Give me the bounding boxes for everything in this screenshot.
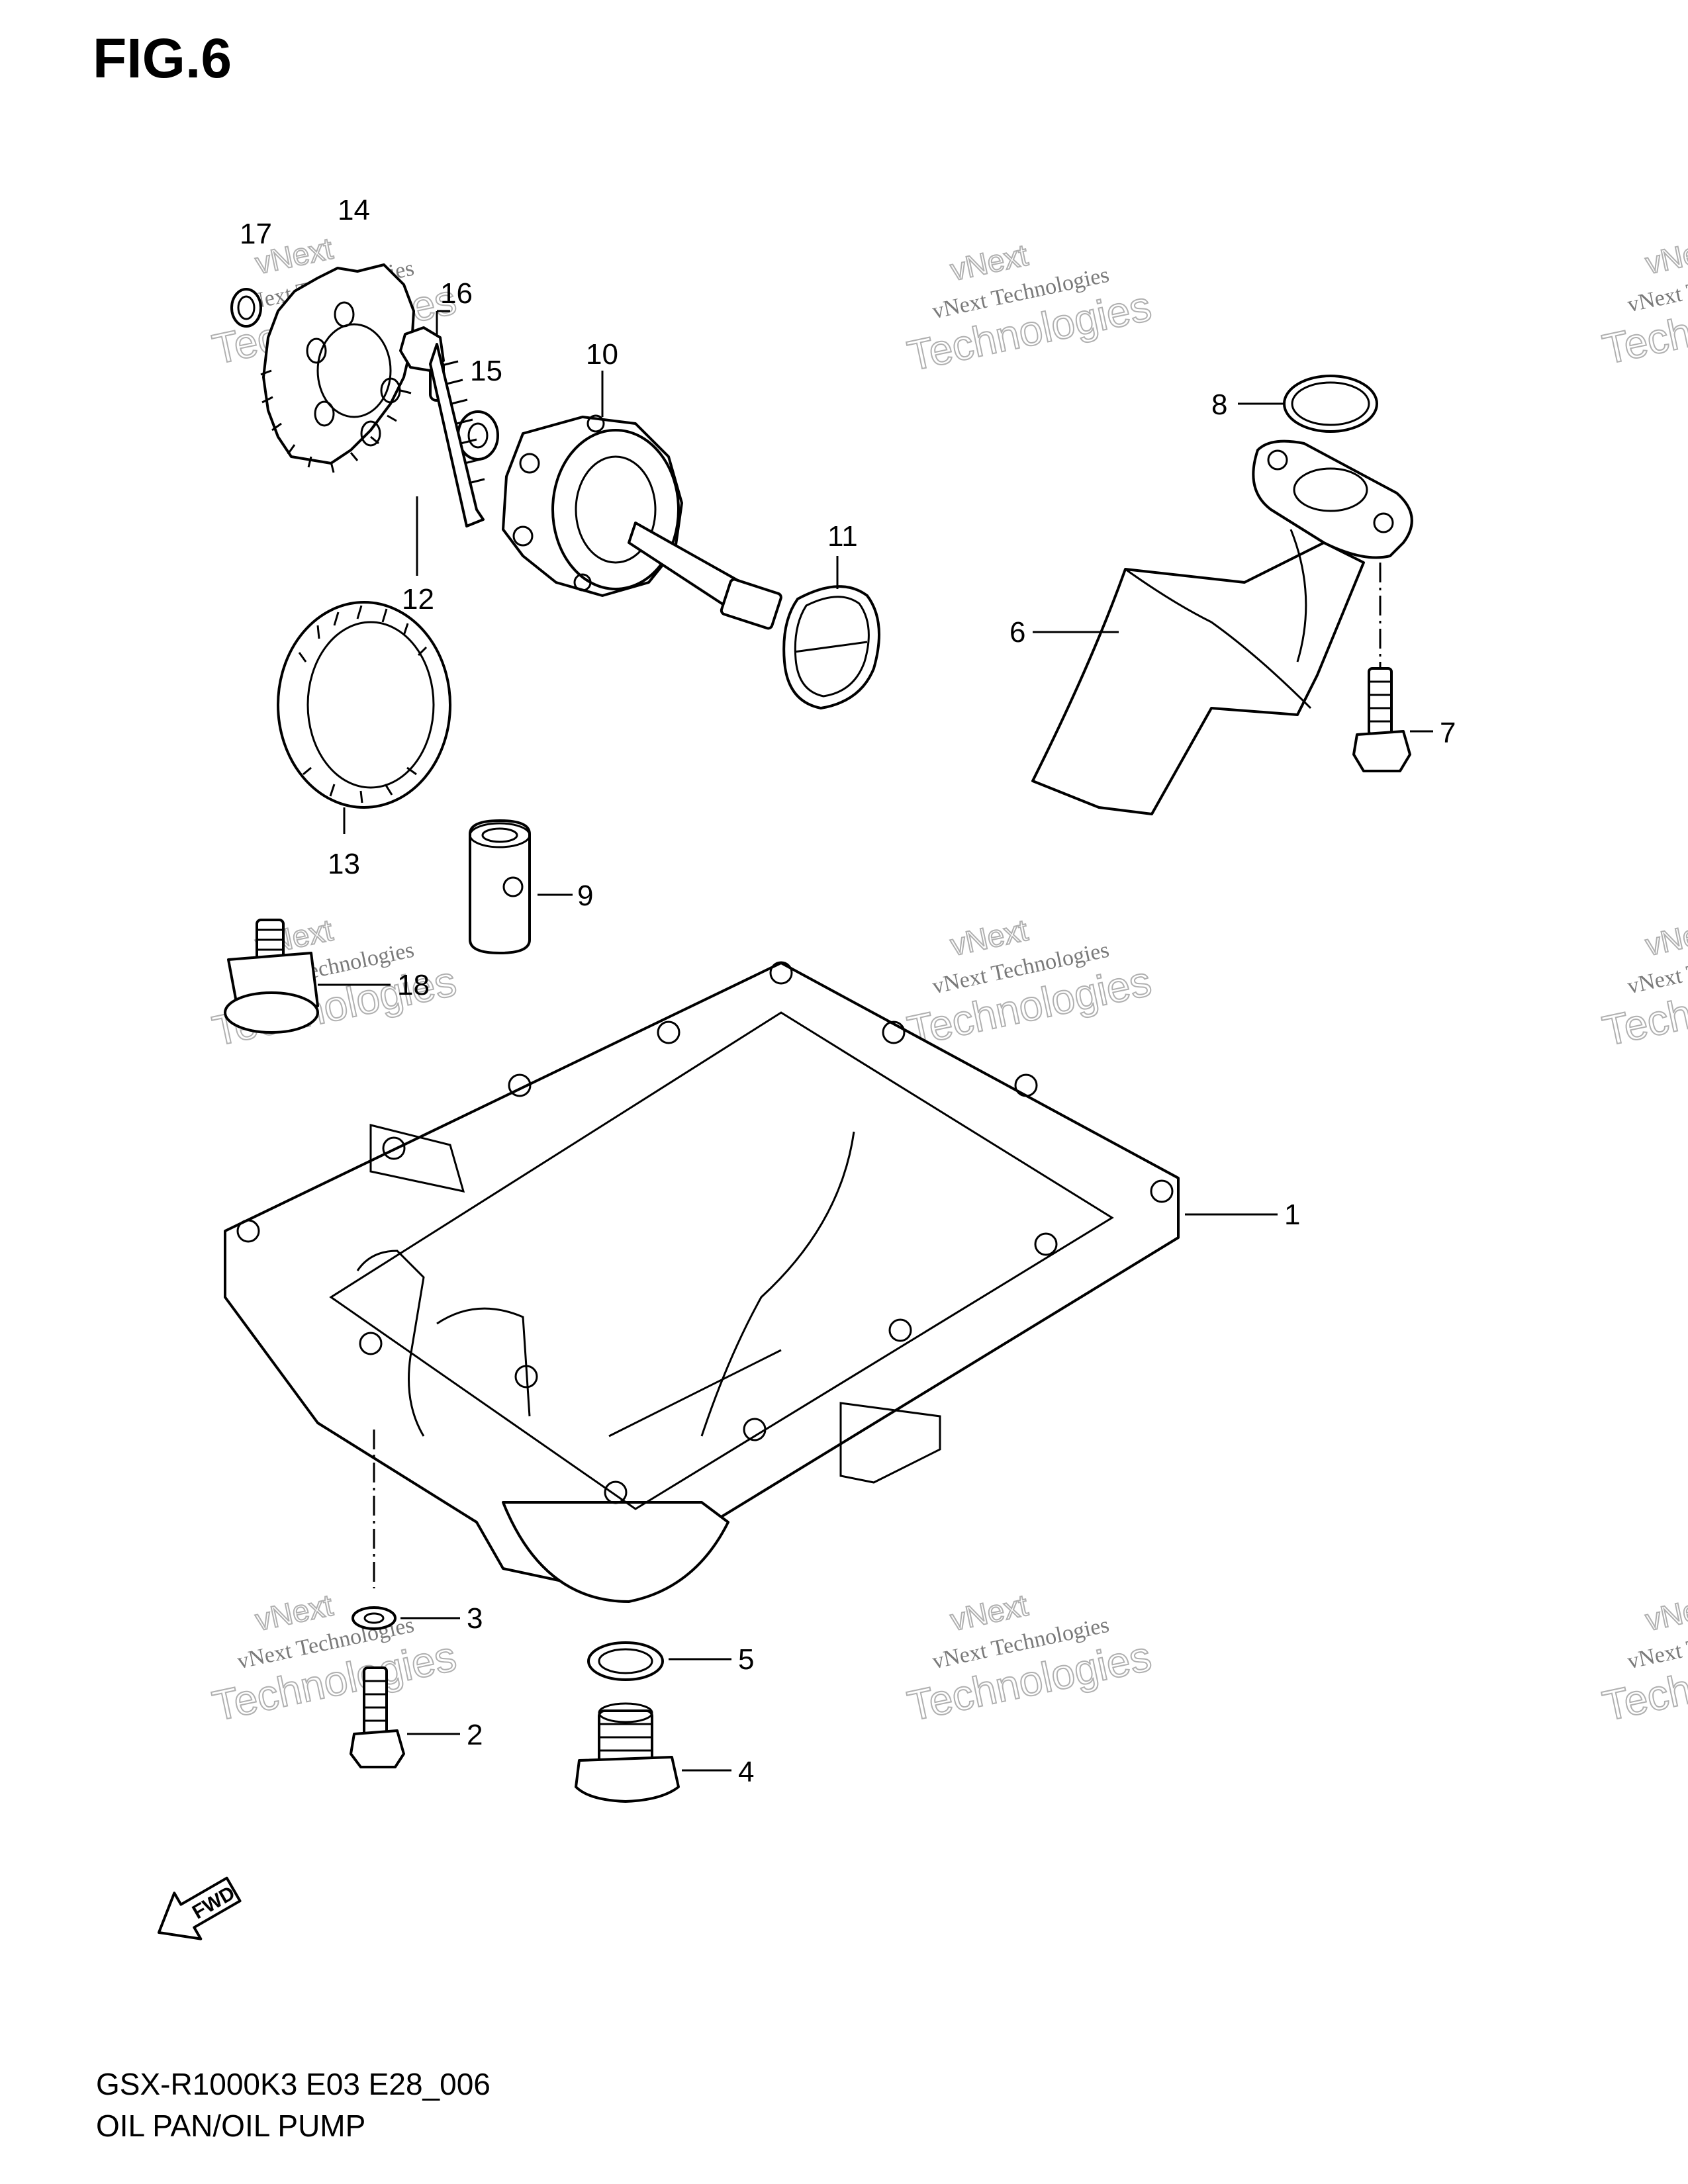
part-13-driven-gear	[277, 601, 451, 834]
callout-1: 1	[1284, 1199, 1300, 1231]
callout-11: 11	[827, 520, 858, 553]
callout-4: 4	[738, 1756, 754, 1788]
figure-name: OIL PAN/OIL PUMP	[96, 2109, 366, 2143]
part-14-pump-drive-gear	[260, 263, 420, 473]
part-9-pipe	[469, 819, 573, 954]
part-17-circlip	[230, 288, 262, 328]
svg-text:vNext: vNext	[947, 1588, 1031, 1637]
callout-9: 9	[577, 880, 593, 912]
watermark: vNext vNext Technologies Technologies	[208, 1587, 461, 1731]
callout-3: 3	[467, 1602, 483, 1635]
svg-text:vNext: vNext	[947, 238, 1031, 287]
part-5-o-ring	[587, 1641, 731, 1681]
part-2-bolt	[350, 1666, 460, 1768]
part-4-drain-plug	[575, 1702, 731, 1803]
svg-text:vNext: vNext	[1642, 231, 1688, 281]
part-18-oil-pressure-switch	[224, 919, 391, 1034]
watermark: vNext vNext Technologies Technologies	[1598, 1587, 1688, 1731]
callout-12: 12	[402, 583, 434, 615]
svg-text:vNext: vNext	[1642, 1588, 1688, 1637]
part-1-oil-pan	[224, 961, 1278, 1603]
callout-14: 14	[338, 194, 370, 226]
callout-7: 7	[1440, 717, 1456, 749]
callout-2: 2	[467, 1719, 483, 1751]
part-7-bolt	[1352, 563, 1433, 772]
callout-8: 8	[1211, 388, 1227, 421]
oil-pan-bolt-bosses	[236, 961, 1174, 1504]
figure-title: FIG.6	[93, 27, 232, 89]
watermark: vNext vNext Technologies Technologies	[1598, 912, 1688, 1056]
watermark: vNext vNext Technologies Technologies	[903, 1587, 1156, 1731]
callout-18: 18	[397, 969, 430, 1001]
part-12-bolt	[399, 326, 485, 576]
watermark: vNext vNext Technologies Technologies	[903, 237, 1156, 381]
part-6-oil-strainer	[1031, 439, 1413, 815]
svg-text:vNext: vNext	[947, 913, 1031, 962]
svg-text:vNext: vNext	[252, 1588, 336, 1637]
callout-5: 5	[738, 1643, 754, 1676]
callout-17: 17	[240, 218, 272, 250]
callout-16: 16	[440, 277, 473, 310]
part-8-o-ring	[1238, 375, 1378, 433]
watermark: vNext vNext Technologies Technologies	[903, 912, 1156, 1056]
part-11-gasket	[782, 556, 880, 709]
part-10-oil-pump	[502, 371, 782, 630]
svg-text:vNext: vNext	[1642, 913, 1688, 962]
callout-6: 6	[1009, 616, 1025, 649]
model-code: GSX-R1000K3 E03 E28_006	[96, 2067, 491, 2101]
fwd-arrow-icon: FWD	[158, 1876, 242, 1940]
callout-13: 13	[328, 848, 360, 880]
watermark: vNext vNext Technologies Technologies	[1598, 230, 1688, 374]
callout-labels: 1 2 3 4 5 6 7 8 9 10 11 12 13 14 15 16 1…	[240, 194, 1456, 1788]
part-3-gasket	[352, 1606, 460, 1630]
callout-10: 10	[586, 338, 618, 371]
callout-15: 15	[470, 355, 502, 387]
